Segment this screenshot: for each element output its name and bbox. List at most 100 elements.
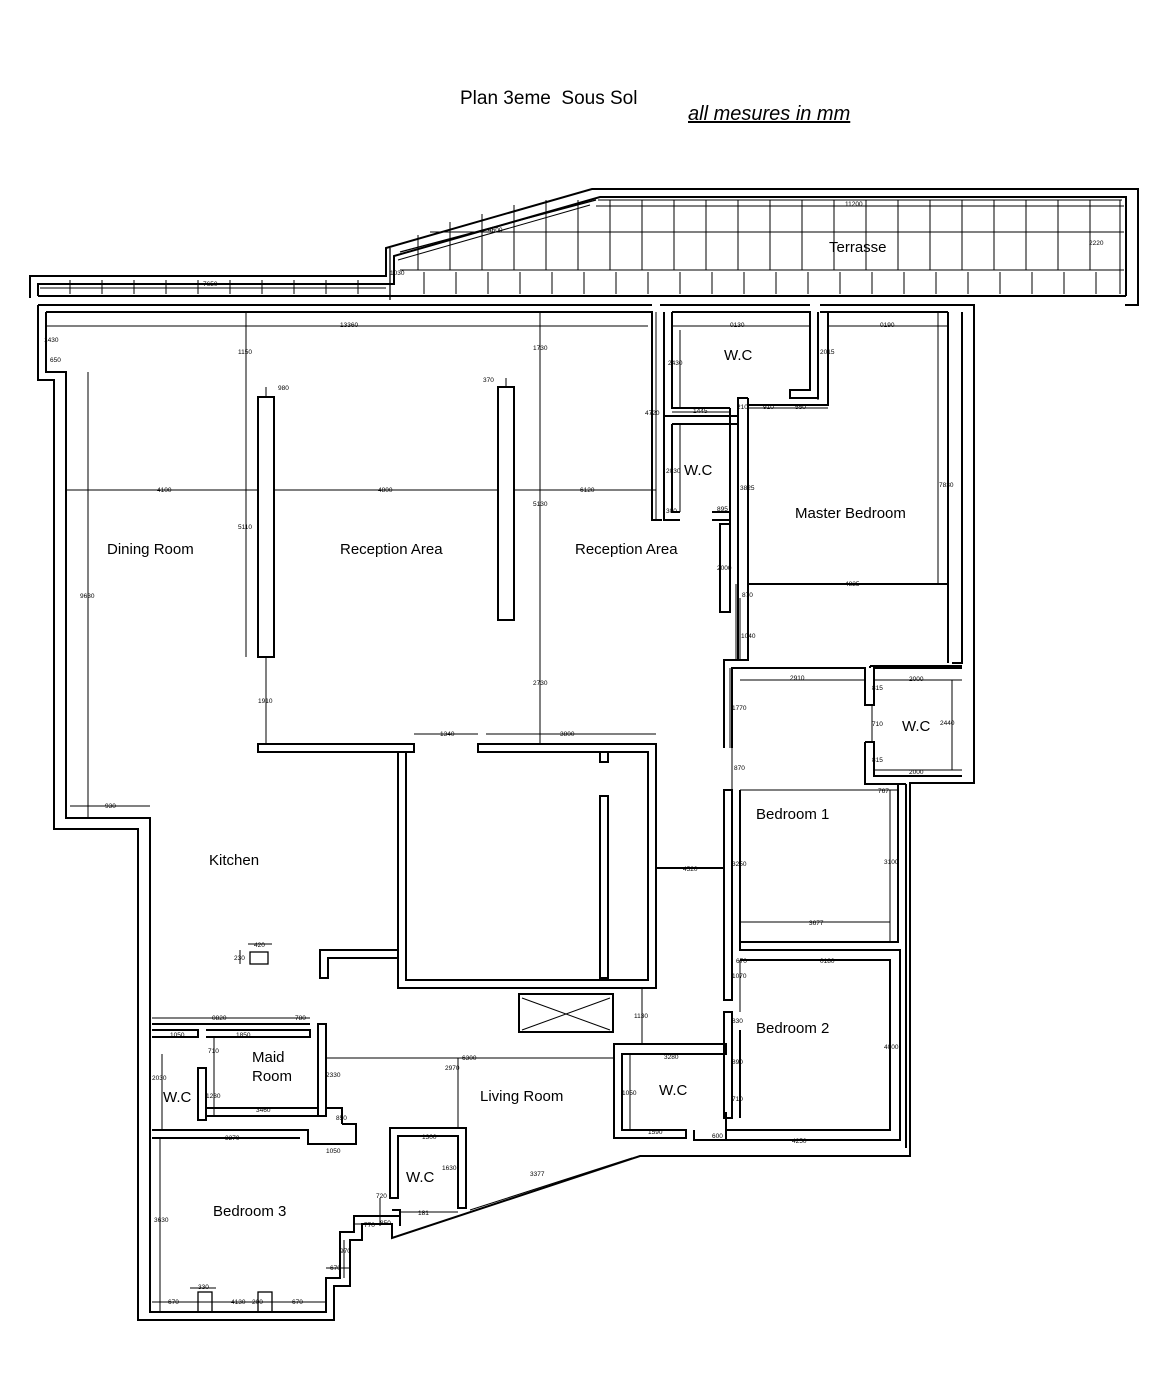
dim-wc-top-width: 0130: [730, 322, 745, 329]
dim-living-width: 6300: [462, 1055, 477, 1062]
room-label-wc-right: W.C: [902, 718, 930, 735]
dim-living-diag: 3377: [530, 1171, 545, 1178]
dim-b1-corner: 767: [878, 788, 889, 795]
dim-b2-e: 600: [712, 1133, 723, 1140]
room-label-wc-living: W.C: [659, 1082, 687, 1099]
dim-reception2-width-b: 6120: [580, 487, 595, 494]
dim-corridor-b: 1040: [741, 633, 756, 640]
dim-corridor-door: 2000: [717, 565, 732, 572]
dim-maid-top-b: 780: [295, 1015, 306, 1022]
dim-terrace-left: 7650: [203, 281, 218, 288]
dim-maid-a: 710: [208, 1048, 219, 1055]
dim-dining-width: 4100: [157, 487, 172, 494]
dim-terrace-slope: 4600: [488, 227, 503, 234]
dim-terrace-depth: 2220: [1089, 240, 1104, 247]
dim-maid-d: 850: [336, 1115, 347, 1122]
dim-left-corner-1: 1430: [44, 337, 59, 344]
dim-wc-right-a: 815: [872, 685, 883, 692]
dim-kitchen-col: 1910: [258, 698, 273, 705]
dimension-lines: [40, 199, 1122, 1313]
dim-b1-height: 3250: [732, 861, 747, 868]
dim-kitchen-top-a: 1340: [440, 731, 455, 738]
dim-kitchen-top-b: 3800: [560, 731, 575, 738]
dim-b2-side: 830: [732, 1018, 743, 1025]
dim-wc-small-side: 1630: [442, 1165, 457, 1172]
dim-b2-top-b: 0180: [820, 958, 835, 965]
dim-wall-c: 550: [795, 404, 806, 411]
plan-title: Plan 3eme Sous Sol: [460, 88, 638, 109]
terrace-tiles: [69, 200, 1124, 294]
dim-wall-b: 910: [763, 404, 774, 411]
room-label-reception-area-1: Reception Area: [340, 541, 443, 558]
room-label-reception-area-2: Reception Area: [575, 541, 678, 558]
dim-col1-cap: 980: [278, 385, 289, 392]
dim-wc-right-b: 710: [872, 721, 883, 728]
room-label-kitchen: Kitchen: [209, 852, 259, 869]
dim-b3-c: 970: [340, 1248, 351, 1255]
dim-col2-cap: 370: [483, 377, 494, 384]
room-label-dining-room: Dining Room: [107, 541, 194, 558]
dim-col2-top: 1730: [533, 345, 548, 352]
dim-mb-side: 3825: [740, 485, 755, 492]
dim-wc-top-height: 2430: [668, 360, 683, 367]
dim-reception2-width: 5130: [533, 501, 548, 508]
dim-dining-height: 9630: [80, 593, 95, 600]
dim-living-mid: 2970: [445, 1065, 460, 1072]
dim-wc-mid-height: 2030: [666, 468, 681, 475]
dim-maid-height: 2330: [326, 1072, 341, 1079]
dim-b1-bottom: 3677: [809, 920, 824, 927]
dim-wc-small-top: 1300: [422, 1134, 437, 1141]
dim-wc-right-bottom: 2000: [909, 769, 924, 776]
dim-reception-down: 2730: [533, 680, 548, 687]
dim-sink-a: 420: [254, 942, 265, 949]
dim-mb-height: 7830: [939, 482, 954, 489]
dim-b3-bottom-b: 670: [168, 1299, 179, 1306]
dimension-labels: 11200 2220 4600 7650 1030 13360 0130 019…: [44, 201, 1104, 1306]
dim-b2-bottom: 4250: [792, 1138, 807, 1145]
dim-b2-c: 710: [732, 1096, 743, 1103]
dim-b3-bottom-d: 200: [252, 1299, 263, 1306]
room-labels: Terrasse W.C W.C Master Bedroom Dining R…: [107, 239, 930, 1220]
room-label-maid-room: Room: [252, 1068, 292, 1085]
dim-wc-maid-top: 1050: [170, 1032, 185, 1039]
dim-living-side: 1130: [634, 1013, 648, 1020]
room-label-bedroom-2: Bedroom 2: [756, 1020, 829, 1037]
dim-wc-living-bottom: 1590: [648, 1129, 663, 1136]
dim-wall-a: 210: [737, 404, 748, 411]
units-note: all mesures in mm: [688, 103, 851, 125]
dim-terrace-length: 11200: [845, 201, 863, 208]
dim-mb-top-width: 0190: [880, 322, 895, 329]
outer-walls: [37, 304, 975, 1321]
dim-mb-width: 4825: [845, 581, 860, 588]
dim-b3-d: 670: [330, 1265, 341, 1272]
dim-b2-door: 1070: [732, 973, 747, 980]
dim-wc-right-c: 815: [872, 757, 883, 764]
dim-kitchen-left: 930: [105, 803, 116, 810]
dim-col1-top: 1150: [238, 349, 252, 356]
dim-maid-bottom: 3460: [256, 1107, 271, 1114]
dim-wc-top-side: 2015: [820, 349, 835, 356]
dim-wc-small-b: 181: [418, 1210, 429, 1217]
dim-mb-door: 870: [742, 592, 753, 599]
dim-wc-mid-bottom: 300: [666, 508, 677, 515]
dim-b3-bottom-e: 670: [292, 1299, 303, 1306]
room-label-wc-mid: W.C: [684, 462, 712, 479]
room-label-bedroom-3: Bedroom 3: [213, 1203, 286, 1220]
dim-b2-top-a: 670: [736, 958, 747, 965]
room-label-living-room: Living Room: [480, 1088, 563, 1105]
dim-left-corner-2: 650: [50, 357, 61, 364]
room-label-terrasse: Terrasse: [829, 239, 887, 256]
dim-maid-top-c: 1850: [236, 1032, 251, 1039]
dim-b3-b: 850: [380, 1220, 391, 1227]
dim-b3-height: 3630: [154, 1217, 169, 1224]
dim-b2-height: 4000: [884, 1044, 899, 1051]
dim-reception1-width: 4800: [378, 487, 393, 494]
dim-b3-bottom-a: 330: [198, 1284, 209, 1291]
dim-b3-bottom-c: 4130: [231, 1299, 246, 1306]
dim-corridor-c: 1770: [732, 705, 747, 712]
dim-b1-door: 870: [734, 765, 745, 772]
dim-b3-corner: 1050: [326, 1148, 341, 1155]
room-label-bedroom-1: Bedroom 1: [756, 806, 829, 823]
dim-maid-left: 2030: [152, 1075, 167, 1082]
dim-b1-right: 3100: [884, 859, 899, 866]
